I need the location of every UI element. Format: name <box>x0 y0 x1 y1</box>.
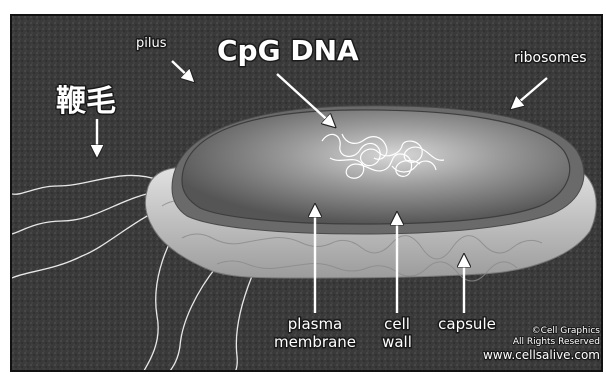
credit-line3: www.cellsalive.com <box>483 348 600 362</box>
credit-line1: ©Cell Graphics <box>532 326 601 336</box>
flagellum-label: 鞭毛 <box>56 84 116 119</box>
ribosomes-label: ribosomes <box>514 50 587 66</box>
plasma-membrane-label-line2: membrane <box>274 333 356 351</box>
pilus-label: pilus <box>136 36 167 51</box>
cpg-dna-label: CpG DNA <box>217 34 359 67</box>
capsule-label: capsule <box>438 315 496 333</box>
diagram-frame: pilus CpG DNA ribosomes 鞭毛 plasma membra… <box>10 14 603 372</box>
bacterium-diagram: pilus CpG DNA ribosomes 鞭毛 plasma membra… <box>12 16 603 372</box>
cell-wall-label-line1: cell <box>384 315 410 333</box>
plasma-membrane-label-line1: plasma <box>288 315 343 333</box>
cell-wall-label-line2: wall <box>382 333 412 351</box>
credit-line2: All Rights Reserved <box>513 337 600 347</box>
cytoplasm <box>182 110 570 224</box>
